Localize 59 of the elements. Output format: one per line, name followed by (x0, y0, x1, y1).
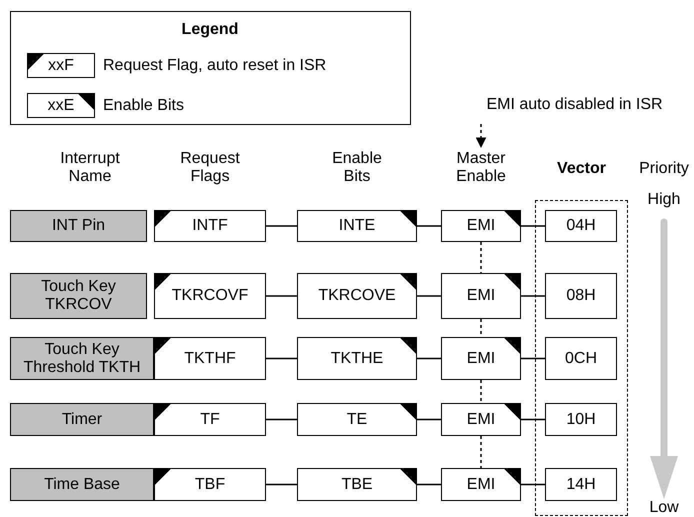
connector-line (417, 295, 441, 297)
vector-box: 10H (545, 403, 617, 436)
legend-text: Request Flag, auto reset in ISR (103, 56, 326, 76)
column-heading: High (646, 190, 682, 210)
vector-box: 08H (545, 273, 617, 319)
legend-sample: xxF (27, 53, 95, 78)
name-box: Timer (10, 403, 154, 436)
column-heading: Enable Bits (331, 149, 383, 187)
connector-line (480, 380, 482, 403)
legend-text: Enable Bits (103, 96, 184, 116)
master-enable-box: EMI (441, 403, 521, 436)
connector-line (521, 418, 545, 420)
master-enable-box: EMI (441, 337, 521, 380)
connector-line (480, 436, 482, 468)
arrow (476, 124, 486, 148)
connector-line (417, 225, 441, 227)
connector-line (266, 358, 297, 360)
name-box: INT Pin (10, 210, 147, 242)
name-box: Touch Key Threshold TKTH (10, 337, 154, 380)
column-heading: Master Enable (446, 148, 516, 188)
legend-sample: xxE (27, 93, 95, 118)
flag-box: INTF (154, 210, 266, 242)
connector-line (417, 418, 441, 420)
column-heading: Low (648, 499, 680, 517)
connector-line (417, 358, 441, 360)
master-enable-box: EMI (441, 273, 521, 319)
enable-box: TBE (297, 468, 417, 501)
connector-line (266, 225, 297, 227)
flag-box: TKRCOVF (154, 273, 266, 319)
flag-box: TKTHF (154, 337, 266, 380)
column-heading: Vector (556, 159, 607, 180)
enable-box: TKTHE (297, 337, 417, 380)
master-enable-box: EMI (441, 210, 521, 242)
column-heading: Interrupt Name (59, 149, 121, 187)
name-box: Touch Key TKRCOV (10, 273, 147, 319)
enable-box: TKRCOVE (297, 273, 417, 319)
connector-line (417, 484, 441, 486)
vector-box: 04H (545, 210, 617, 242)
legend-title: Legend (180, 20, 240, 40)
vector-box: 14H (545, 468, 617, 501)
annotation-text: EMI auto disabled in ISR (470, 95, 679, 114)
connector-line (521, 225, 545, 227)
flag-box: TBF (154, 468, 266, 501)
column-heading: Request Flags (179, 149, 241, 187)
flag-box: TF (154, 403, 266, 436)
connector-line (266, 484, 297, 486)
connector-line (521, 358, 545, 360)
name-box: Time Base (10, 468, 154, 501)
column-heading: Priority (638, 159, 690, 180)
connector-line (521, 295, 545, 297)
connector-line (266, 418, 297, 420)
master-enable-box: EMI (441, 468, 521, 501)
connector-line (480, 319, 482, 337)
vector-box: 0CH (545, 337, 617, 380)
connector-line (266, 295, 297, 297)
connector-line (480, 242, 482, 273)
connector-line (521, 484, 545, 486)
enable-box: TE (297, 403, 417, 436)
enable-box: INTE (297, 210, 417, 242)
